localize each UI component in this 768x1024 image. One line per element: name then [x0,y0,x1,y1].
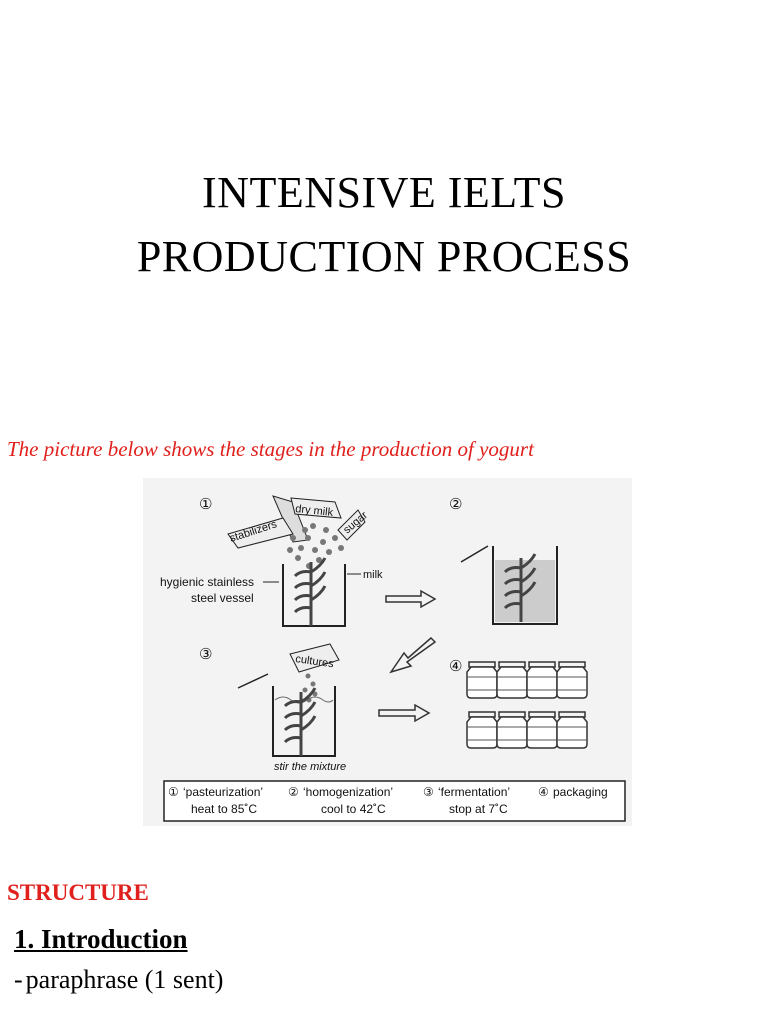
legend-3-number: ③ [423,785,434,799]
legend-1-number: ① [168,785,179,799]
introduction-bullet: -paraphrase (1 sent) [14,965,223,995]
arrow-2-to-3 [389,636,437,674]
vessel-label-line1: hygienic stainless [160,575,254,589]
stage-1-vessel-illustration [227,495,366,628]
stage-4-jars-illustration [466,661,588,749]
stage-4-number: ④ [449,658,462,675]
legend-2-detail: cool to 42˚C [321,802,386,816]
stage-3-number: ③ [199,646,212,663]
introduction-heading: 1. Introduction [14,924,188,954]
stage-2-number: ② [449,496,462,513]
bullet-text: paraphrase (1 sent) [25,965,224,994]
cultures-label: cultures [295,653,335,670]
yogurt-process-figure: ① ② ③ ④ stabilizers dry milk sugar milk [143,478,632,826]
dry-milk-label: dry milk [295,503,334,519]
structure-heading: STRUCTURE [7,880,149,905]
arrow-3-to-4 [378,703,431,723]
legend-2-number: ② [288,785,299,799]
legend-1-name: ‘pasteurization’ [183,785,263,799]
legend-3-name: ‘fermentation’ [438,785,510,799]
legend-1-detail: heat to 85˚C [191,802,257,816]
stage-1-number: ① [199,496,212,513]
legend-3-detail: stop at 7˚C [449,802,508,816]
arrow-1-to-2 [385,589,437,609]
legend-4-name: packaging [553,785,608,799]
bullet-dash: - [14,965,23,994]
vessel-label-line2: steel vessel [191,591,254,605]
figure-caption: The picture below shows the stages in th… [7,437,534,461]
legend-2-name: ‘homogenization’ [303,785,393,799]
legend-4-number: ④ [538,785,549,799]
stage-3-vessel-illustration [237,643,340,758]
document-title-line2: PRODUCTION PROCESS [136,232,632,281]
stage-2-vessel-illustration [460,545,558,625]
legend-box [163,780,626,822]
milk-label: milk [363,569,383,581]
document-title-line1: INTENSIVE IELTS [202,168,566,217]
stir-mixture-label: stir the mixture [274,761,346,773]
